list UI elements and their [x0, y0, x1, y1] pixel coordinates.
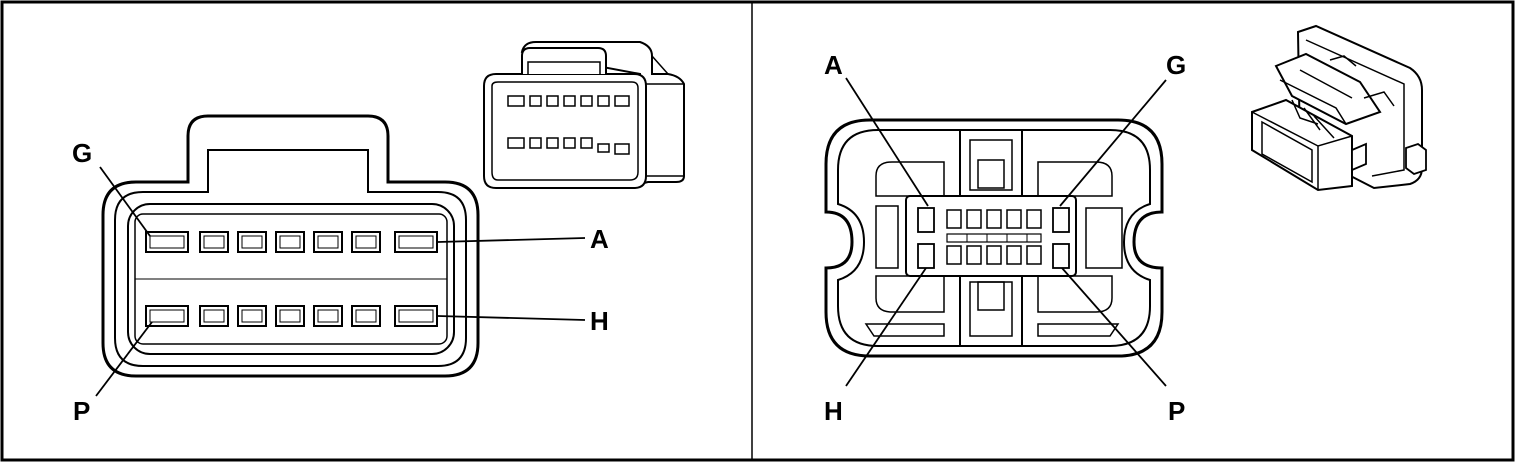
- left-bottom-row: [145, 305, 438, 327]
- left-terminal-cavity: [313, 231, 343, 253]
- left-callout-a: A: [590, 224, 609, 254]
- right-terminal-cavity-a: [917, 207, 935, 233]
- right-callout-g: G: [1166, 50, 1186, 80]
- right-callout-p: P: [1168, 396, 1185, 426]
- left-leader-h: [437, 315, 586, 321]
- right-terminal-rows: [917, 207, 1070, 269]
- right-leader-lines: [845, 77, 1167, 387]
- left-leader-g: [99, 166, 151, 237]
- left-terminal-cavity-h: [394, 305, 438, 327]
- right-leader-h: [845, 267, 927, 387]
- left-terminal-cavity: [237, 231, 267, 253]
- right-bottom-row: [917, 243, 1070, 269]
- left-terminal-cavity: [199, 305, 229, 327]
- left-leader-lines: [95, 166, 586, 397]
- left-terminal-cavity: [199, 231, 229, 253]
- right-connector-face: [824, 118, 1164, 358]
- left-connector-thumbnail: [483, 41, 685, 189]
- left-terminal-cavity: [275, 231, 305, 253]
- right-leader-a: [845, 77, 929, 207]
- right-terminal-cavity-p: [1052, 243, 1070, 269]
- left-leader-p: [95, 321, 153, 397]
- left-terminal-cavity: [351, 231, 381, 253]
- right-leader-p: [1061, 267, 1167, 387]
- right-terminal-cavity-g: [1052, 207, 1070, 233]
- right-panel: A G H P: [824, 24, 1427, 426]
- right-callout-h: H: [824, 396, 843, 426]
- thumbnail-bottom-row-cavities: [507, 137, 630, 155]
- left-panel: G A P H: [72, 41, 685, 426]
- left-callout-g: G: [72, 138, 92, 168]
- right-leader-g: [1059, 79, 1167, 207]
- left-terminal-cavity-a: [394, 231, 438, 253]
- right-top-row: [917, 207, 1070, 233]
- right-middle-strip: [946, 233, 1042, 243]
- right-connector-thumbnail: [1251, 24, 1427, 192]
- left-terminal-cavity-g: [145, 231, 189, 253]
- left-terminal-rows: [145, 231, 438, 327]
- left-terminal-cavity-p: [145, 305, 189, 327]
- thumbnail-top-row-cavities: [507, 95, 630, 107]
- left-connector-face: [101, 114, 480, 378]
- left-terminal-cavity: [313, 305, 343, 327]
- left-callout-h: H: [590, 306, 609, 336]
- left-terminal-cavity: [275, 305, 305, 327]
- left-terminal-cavity: [351, 305, 381, 327]
- left-top-row: [145, 231, 438, 253]
- left-callout-p: P: [73, 396, 90, 426]
- right-callout-a: A: [824, 50, 843, 80]
- right-terminal-cavity-h: [917, 243, 935, 269]
- left-terminal-cavity: [237, 305, 267, 327]
- left-leader-a: [437, 237, 586, 243]
